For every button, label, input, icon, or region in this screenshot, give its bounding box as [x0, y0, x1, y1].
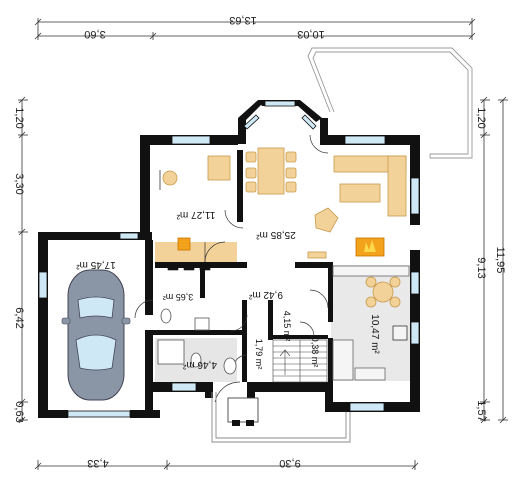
dim-left-bottom: 0,63 [13, 401, 25, 422]
dimension-labels: 13,63 3,60 10,03 4,33 9,30 1,20 3,30 6,4… [13, 14, 506, 469]
dim-right-overall: 11,95 [494, 247, 506, 274]
fireplace [177, 237, 385, 257]
room-area-living: 25,85 m² [256, 229, 296, 240]
kitchen-furniture [332, 265, 410, 381]
dim-left-lower: 6,42 [13, 307, 25, 328]
bathroom-fixtures [157, 308, 237, 375]
dim-right-middle: 9,13 [475, 257, 487, 278]
room-labels: 17,45 m² 11,27 m² 25,85 m² 9,42 m² 3,65 … [76, 209, 380, 370]
room-area-bath: 4,46 m² [182, 359, 217, 370]
windows [38, 100, 420, 418]
room-area-office: 11,27 m² [176, 209, 215, 220]
office-furniture [159, 155, 231, 190]
dim-top-right: 10,03 [297, 28, 325, 40]
dim-right-top: 1,20 [475, 107, 487, 128]
room-area-wc: 3,65 m² [163, 292, 194, 302]
dimension-lines [18, 18, 508, 470]
dim-left-middle: 3,30 [13, 173, 25, 194]
dim-bottom-left: 4,33 [87, 457, 108, 469]
room-area-stair: 4,15 m² [282, 311, 292, 342]
room-area-kitchen: 10,47 m² [369, 314, 380, 354]
room-area-hall: 9,42 m² [248, 289, 283, 300]
room-area-pantry: 0,38 m² [310, 337, 320, 368]
fireplace-hearth-tiles [167, 265, 211, 271]
room-area-vestibule: 1,79 m² [254, 339, 264, 370]
dim-right-bottom: 1,57 [475, 400, 487, 421]
dim-left-top: 1,20 [13, 107, 25, 128]
room-area-garage: 17,45 m² [76, 259, 116, 270]
dining-table [245, 147, 297, 195]
dim-bottom-right: 9,30 [279, 457, 300, 469]
dim-top-left: 3,60 [84, 28, 105, 40]
dim-top-overall: 13,63 [229, 14, 257, 26]
sofa-set [307, 155, 407, 259]
fireplace-strip [155, 242, 237, 262]
entrance-porch [211, 392, 351, 443]
stairs [272, 339, 328, 383]
terrace-outline [307, 47, 473, 159]
car [61, 269, 131, 401]
